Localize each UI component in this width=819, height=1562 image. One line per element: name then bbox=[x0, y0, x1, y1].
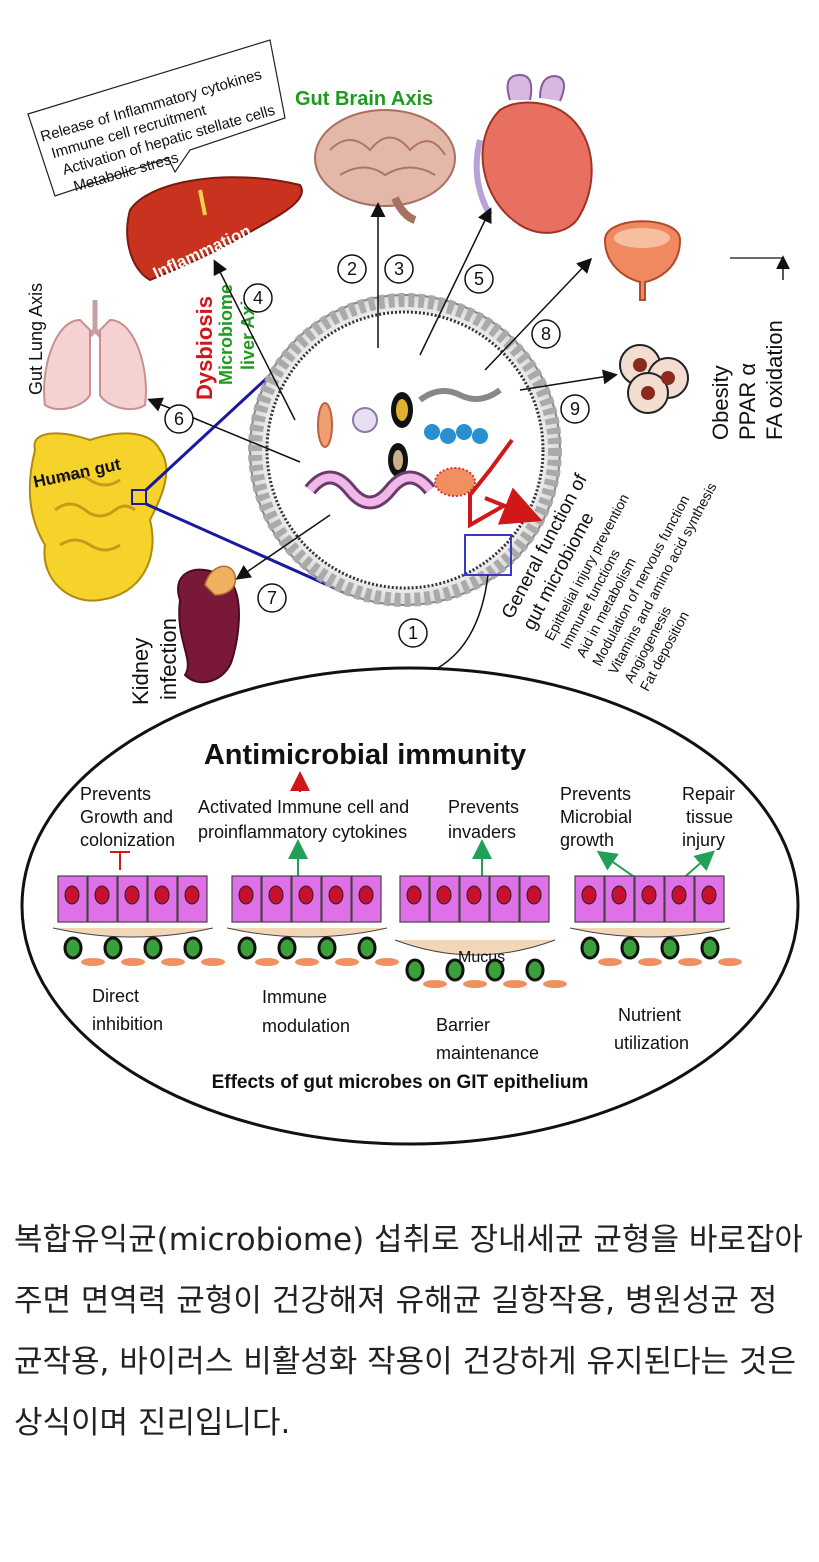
p4-top-3: growth bbox=[560, 830, 614, 850]
microbiome-label: Microbiome bbox=[216, 284, 236, 385]
p4-bot-1: Nutrient bbox=[618, 1005, 681, 1025]
epithelium-panel-4 bbox=[569, 875, 742, 966]
gut-microbiome-diagram: Release of Inflammatory cytokines Immune… bbox=[20, 39, 800, 1146]
obesity-labels: Obesity PPAR α FA oxidation bbox=[708, 320, 787, 440]
num-6: 6 bbox=[174, 409, 184, 429]
antimicrobial-panel: Antimicrobial immunity Effects of gut mi… bbox=[20, 666, 800, 1146]
p1-top-3: colonization bbox=[80, 830, 175, 850]
arrow-fat bbox=[519, 369, 618, 391]
epithelium-panel-1 bbox=[52, 875, 225, 966]
caption-paragraph: 복합유익균(microbiome) 섭취로 장내세균 균형을 바로잡아주면 면역… bbox=[14, 1222, 803, 1441]
p3-top-1: Prevents bbox=[448, 797, 519, 817]
arrow-bladder bbox=[484, 257, 593, 371]
p3-bot-2: maintenance bbox=[436, 1043, 539, 1063]
p1-top-1: Prevents bbox=[80, 784, 151, 804]
p4-top2-1: Repair bbox=[682, 784, 735, 804]
arrow-kidney bbox=[235, 514, 331, 580]
p3-top-2: invaders bbox=[448, 822, 516, 842]
epithelium-panel-3 bbox=[394, 875, 567, 988]
human-gut-icon bbox=[28, 432, 168, 602]
microbes bbox=[304, 387, 502, 510]
num-8: 8 bbox=[541, 324, 551, 344]
p1-top-2: Growth and bbox=[80, 807, 173, 827]
brain-icon bbox=[314, 109, 456, 224]
num-4: 4 bbox=[253, 288, 263, 308]
p2-bot-2: modulation bbox=[262, 1016, 350, 1036]
kidney-label: Kidney bbox=[128, 638, 153, 705]
step-numbers: 1 2 3 4 5 6 7 8 9 bbox=[164, 254, 590, 648]
p1-bot-2: inhibition bbox=[92, 1014, 163, 1034]
gut-brain-axis-label: Gut Brain Axis bbox=[295, 88, 433, 110]
p4-bot-2: utilization bbox=[614, 1033, 689, 1053]
mucus-label: Mucus bbox=[458, 949, 505, 966]
infection-label: infection bbox=[156, 618, 181, 700]
effects-footer: Effects of gut microbes on GIT epitheliu… bbox=[212, 1072, 589, 1093]
obesity-label: Obesity bbox=[708, 365, 733, 440]
p2-top-2: proinflammatory cytokines bbox=[198, 822, 407, 842]
num-7: 7 bbox=[267, 588, 277, 608]
heart-icon bbox=[473, 73, 593, 234]
num-2: 2 bbox=[347, 259, 357, 279]
dysbiosis-label: Dysbiosis bbox=[192, 296, 217, 400]
function-bracket bbox=[468, 438, 514, 529]
p2-bot-1: Immune bbox=[262, 987, 327, 1007]
p2-top-1: Activated Immune cell and bbox=[198, 797, 409, 817]
p4-top2-3: injury bbox=[682, 830, 725, 850]
fat-cells-icon bbox=[619, 344, 689, 414]
arrow-heart bbox=[419, 207, 492, 356]
p4-top-1: Prevents bbox=[560, 784, 631, 804]
ppar-label: PPAR α bbox=[735, 363, 760, 440]
p4-top-2: Microbial bbox=[560, 807, 632, 827]
p3-bot-1: Barrier bbox=[436, 1015, 490, 1035]
antimicrobial-title: Antimicrobial immunity bbox=[204, 739, 526, 771]
bladder-icon bbox=[603, 220, 682, 301]
kidney-icon bbox=[177, 565, 240, 684]
num-9: 9 bbox=[570, 399, 580, 419]
zoom-line-bottom bbox=[145, 502, 351, 597]
liver-icon: Inflammation bbox=[126, 176, 303, 283]
num-5: 5 bbox=[474, 269, 484, 289]
p1-bot-1: Direct bbox=[92, 986, 139, 1006]
arrow-liver bbox=[213, 259, 296, 421]
num-3: 3 bbox=[394, 259, 404, 279]
function-arrow bbox=[484, 487, 543, 525]
epithelium-panel-2 bbox=[226, 875, 399, 966]
p4-top2-2: tissue bbox=[686, 807, 733, 827]
gut-lung-axis-label: Gut Lung Axis bbox=[26, 283, 46, 395]
lungs-icon bbox=[43, 300, 147, 411]
num-1: 1 bbox=[408, 623, 418, 643]
fa-oxidation-label: FA oxidation bbox=[762, 320, 787, 440]
